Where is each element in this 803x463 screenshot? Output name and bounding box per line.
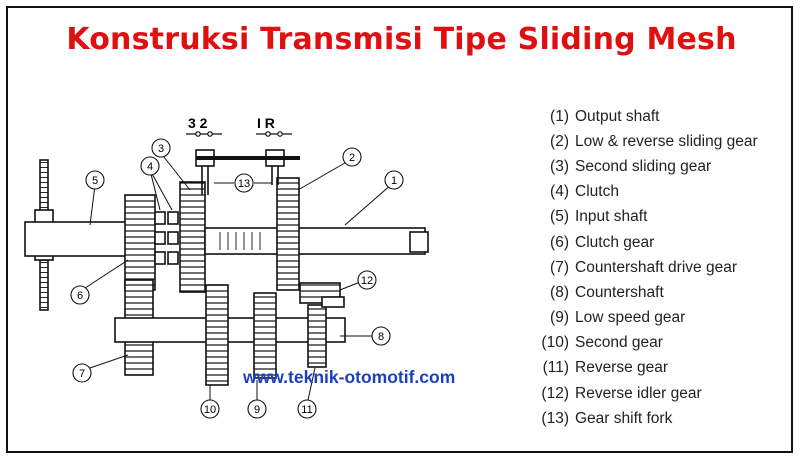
clutch-tooth [154, 251, 166, 265]
legend-label: Input shaft [575, 208, 648, 226]
output-shaft-end [409, 231, 429, 253]
shift-label-3-2: 3 2 [188, 115, 208, 131]
shift-position-markers [186, 131, 292, 137]
legend-label: Reverse gear [575, 359, 669, 377]
reverse-idler-shaft [321, 296, 345, 308]
clutch-tooth [167, 211, 179, 225]
callout-4: 4 [140, 156, 160, 176]
second-sliding-gear [179, 181, 206, 293]
legend-item: (11) Reverse gear [524, 356, 794, 381]
legend-number: (3) [550, 157, 569, 175]
reverse-gear [307, 304, 327, 368]
countershaft [114, 317, 346, 343]
mechanism-drawing [24, 149, 429, 386]
legend-number: (2) [550, 132, 569, 150]
svg-text:9: 9 [254, 404, 260, 416]
page-title: Konstruksi Transmisi Tipe Sliding Mesh [66, 22, 737, 57]
callout-8: 8 [371, 326, 391, 346]
svg-text:10: 10 [204, 404, 216, 416]
svg-text:7: 7 [79, 368, 85, 380]
clutch-tooth [154, 211, 166, 225]
legend-label: Countershaft [575, 283, 664, 301]
watermark: www.teknik-otomotif.com [243, 367, 456, 387]
legend-label: Low speed gear [575, 309, 686, 327]
svg-text:11: 11 [301, 404, 312, 416]
legend-label: Countershaft drive gear [575, 258, 737, 276]
legend-item: (10) Second gear [524, 331, 794, 356]
clutch-tooth [167, 231, 179, 245]
legend-label: Clutch gear [575, 233, 655, 251]
legend-item: (12) Reverse idler gear [524, 381, 794, 406]
input-shaft-spline-bottom [39, 259, 49, 311]
input-shaft [24, 221, 136, 257]
svg-text:12: 12 [361, 275, 373, 287]
legend-item: (13) Gear shift fork [524, 406, 794, 431]
callout-12: 12 [357, 270, 377, 290]
svg-text:4: 4 [147, 161, 153, 173]
legend-number: (8) [550, 283, 569, 301]
legend-item: (2) Low & reverse sliding gear [524, 129, 794, 154]
svg-text:1: 1 [391, 175, 397, 187]
svg-text:5: 5 [92, 175, 98, 187]
callout-11: 11 [297, 399, 317, 419]
low-speed-gear [253, 292, 277, 379]
legend-number: (7) [550, 258, 569, 276]
legend-label: Second sliding gear [575, 157, 712, 175]
legend-label: Low & reverse sliding gear [575, 132, 758, 150]
legend-item: (5) Input shaft [524, 205, 794, 230]
legend-label: Gear shift fork [575, 409, 673, 427]
svg-text:6: 6 [77, 290, 83, 302]
callouts: 1 2 3 4 5 6 7 8 9 10 11 12 13 [70, 138, 404, 419]
clutch-tooth [167, 251, 179, 265]
legend-number: (10) [541, 334, 569, 352]
legend-label: Reverse idler gear [575, 384, 702, 402]
callout-3: 3 [151, 138, 171, 158]
legend-label: Output shaft [575, 107, 660, 125]
legend-item: (4) Clutch [524, 180, 794, 205]
callout-6: 6 [70, 285, 90, 305]
legend-number: (11) [542, 359, 569, 377]
legend-number: (12) [541, 384, 569, 402]
legend-list: (1) Output shaft (2) Low & reverse sliding… [524, 104, 794, 431]
legend-item: (3) Second sliding gear [524, 154, 794, 179]
legend-number: (9) [550, 309, 569, 327]
svg-text:3: 3 [158, 143, 164, 155]
svg-text:2: 2 [349, 152, 355, 164]
callout-7: 7 [72, 363, 92, 383]
legend-label: Second gear [575, 334, 663, 352]
legend-item: (9) Low speed gear [524, 306, 794, 331]
legend-number: (5) [550, 208, 569, 226]
legend-number: (6) [550, 233, 569, 251]
legend-label: Clutch [575, 183, 619, 201]
callout-9: 9 [247, 399, 267, 419]
clutch-tooth [154, 231, 166, 245]
leader-lines [81, 151, 393, 401]
svg-text:8: 8 [378, 331, 384, 343]
svg-text:13: 13 [238, 178, 250, 190]
clutch-gear [124, 194, 156, 291]
callout-1: 1 [384, 170, 404, 190]
shift-label-I-R: I R [257, 115, 275, 131]
callout-13: 13 [234, 173, 254, 193]
low-reverse-sliding-gear [276, 177, 300, 291]
callout-10: 10 [200, 399, 220, 419]
legend-number: (1) [550, 107, 569, 125]
second-gear [205, 284, 229, 386]
legend-number: (13) [541, 409, 569, 427]
legend-item: (6) Clutch gear [524, 230, 794, 255]
legend-item: (8) Countershaft [524, 280, 794, 305]
legend-item: (1) Output shaft [524, 104, 794, 129]
legend-number: (4) [550, 183, 569, 201]
output-shaft [204, 227, 426, 255]
legend-item: (7) Countershaft drive gear [524, 255, 794, 280]
callout-2: 2 [342, 147, 362, 167]
callout-5: 5 [85, 170, 105, 190]
